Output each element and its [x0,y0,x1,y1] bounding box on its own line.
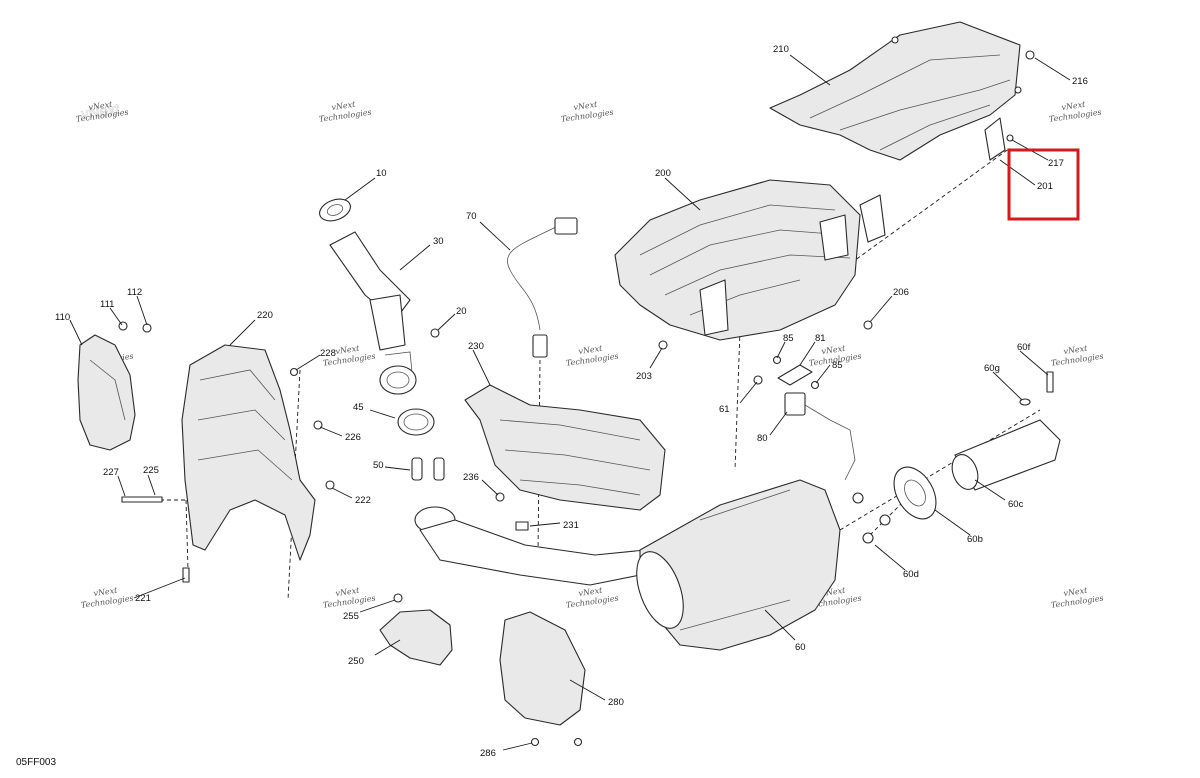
watermark: vNext Technologies [565,344,619,368]
callout-85: 85 [783,333,794,344]
sensor-80 [777,364,856,481]
callout-221: 221 [135,593,151,604]
watermark: vNext Technologies [322,586,376,610]
callout-45: 45 [353,402,364,413]
callout-222: 222 [355,495,371,506]
callout-226: 226 [345,432,361,443]
callout-110: 110 [55,312,70,323]
callout-111: 111 [100,299,114,310]
callout-60f: 60f [1017,342,1031,353]
gasket-10 [319,198,351,222]
callout-225: 225 [143,465,159,476]
callout-217: 217 [1048,158,1064,169]
callout-228: 228 [320,348,336,359]
svg-text:vNext: vNext [573,100,599,112]
watermark: vNext Technologies [1048,100,1102,124]
svg-text:vNext: vNext [578,586,604,598]
callout-61: 61 [719,404,730,415]
callout-216: 216 [1072,76,1088,87]
callout-220: 220 [257,310,273,321]
washer-60g [1019,398,1031,406]
callout-60g: 60g [984,363,1000,374]
callout-200: 200 [655,168,671,179]
svg-text:vNext: vNext [88,100,114,112]
callouts: 10 30 20 45 50 70 200 210 216 217 201 20… [55,44,1088,759]
callout-206: 206 [893,287,909,298]
bracket-201 [859,117,1006,243]
svg-text:vNext: vNext [331,100,357,112]
bolts-60d [852,492,891,544]
mid-pipe [414,506,646,586]
shield-250 [379,609,453,666]
callout-10: 10 [376,168,387,179]
watermark: vNext Technologies [560,100,614,124]
exhaust-pipe-30 [329,231,417,395]
svg-text:vNext: vNext [821,344,847,356]
callout-210: 210 [773,44,789,55]
watermark: vNext Technologies [565,586,619,610]
shield-280 [499,611,586,726]
fasteners [118,50,1035,747]
callout-250: 250 [348,656,364,667]
callout-20: 20 [456,306,467,317]
watermark: vNext Technologies [318,100,372,124]
muffler-60 [636,479,841,651]
callout-81: 81 [815,333,826,344]
oxygen-sensor-70 [507,217,578,358]
callout-30: 30 [433,236,444,247]
callout-112: 112 [127,287,142,298]
callout-60c: 60c [1008,499,1024,510]
watermark: vNext vNext Technologies [75,100,129,124]
callout-231: 231 [563,520,579,531]
svg-text:vNext: vNext [1063,344,1089,356]
svg-text:vNext: vNext [1061,100,1087,112]
svg-text:vNext: vNext [578,344,604,356]
callout-230: 230 [468,341,484,352]
callout-60d: 60d [903,569,919,580]
callout-50: 50 [373,460,384,471]
svg-text:vNext: vNext [80,101,121,123]
watermark: vNext Technologies [1050,586,1104,610]
callout-236: 236 [463,472,479,483]
svg-text:vNext: vNext [1063,586,1089,598]
tailpipe-60c [951,419,1061,491]
callout-227: 227 [103,467,119,478]
svg-text:vNext: vNext [335,586,361,598]
springs-50 [411,457,445,481]
side-shield-110 [77,334,136,451]
callout-286: 286 [480,748,496,759]
svg-text:vNext: vNext [93,586,119,598]
callout-203: 203 [636,371,652,382]
highlight-box [1007,148,1080,221]
callout-60: 60 [795,642,806,653]
callout-60b: 60b [967,534,983,545]
flange-60b [893,466,937,520]
ring-seal-45 [397,408,435,436]
watermark: vNext Technologies [1050,344,1104,368]
svg-text:vNext: vNext [335,344,361,356]
leader-lines [69,54,1071,751]
heat-shield-210 [769,21,1022,161]
callout-201: 201 [1037,181,1053,192]
bolt-60f [1046,371,1054,393]
watermark: vNext Technologies [80,586,134,610]
callout-70: 70 [466,211,477,222]
callout-255: 255 [343,611,359,622]
figure-code: 05FF003 [16,757,56,768]
catalyst-200 [614,179,861,341]
callout-85: 85 [832,360,843,371]
shield-220 [181,344,316,561]
shield-230 [464,384,666,511]
callout-80: 80 [757,433,768,444]
callout-280: 280 [608,697,624,708]
